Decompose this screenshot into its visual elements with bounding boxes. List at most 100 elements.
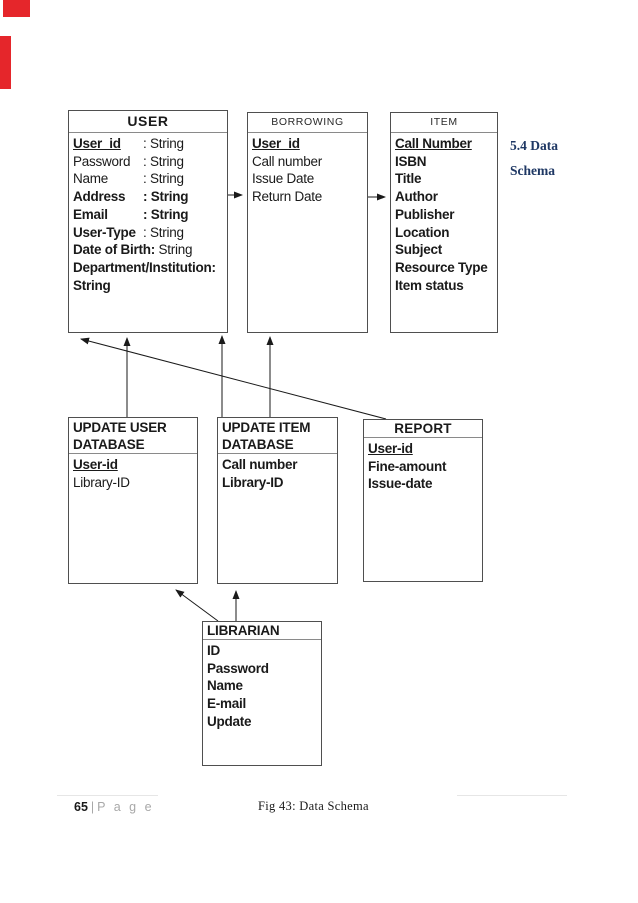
field-name: Title xyxy=(395,171,422,187)
field-row: Update xyxy=(207,713,318,731)
field-name: Email xyxy=(73,206,108,222)
field-type: : String xyxy=(143,153,184,169)
field-name: Issue Date xyxy=(252,171,315,187)
section-label-line1: 5.4 Data xyxy=(510,138,558,153)
field-type: : String xyxy=(143,224,184,240)
report-entity-fields: User-id Fine-amount Issue-date xyxy=(364,438,482,493)
field-row: Location xyxy=(395,224,494,242)
footer-separator: | xyxy=(90,800,95,814)
page-footer: 65|P a g e xyxy=(74,800,154,814)
user-entity-title: USER xyxy=(69,111,227,133)
field-row: Name xyxy=(207,677,318,695)
field-name: Resource Type xyxy=(395,259,488,275)
field-name: Call number xyxy=(222,457,298,472)
borrowing-entity-title: BORROWING xyxy=(248,113,367,133)
borrowing-entity-box: BORROWING User_id Call number Issue Date… xyxy=(247,112,368,333)
red-edge-mark xyxy=(0,36,11,89)
field-name: Library-ID xyxy=(73,474,130,490)
field-name: Department/Institution: xyxy=(73,259,216,275)
borrowing-entity-fields: User_id Call number Issue Date Return Da… xyxy=(248,133,367,206)
field-name: Address xyxy=(73,189,126,205)
field-row: Library-ID xyxy=(222,474,334,492)
update-item-database-entity-box: UPDATE ITEM DATABASE Call number Library… xyxy=(217,417,338,584)
field-name: Location xyxy=(395,224,450,240)
title-line: DATABASE xyxy=(73,437,145,452)
field-row: Title xyxy=(395,170,494,188)
page-number: 65 xyxy=(74,800,88,814)
field-name: Author xyxy=(395,189,438,205)
field-name: Fine-amount xyxy=(368,458,447,474)
field-row: ISBN xyxy=(395,153,494,171)
field-name: ISBN xyxy=(395,153,427,169)
update-user-database-fields: User-id Library-ID xyxy=(69,454,197,491)
user-entity-fields: User_id: String Password: String Name: S… xyxy=(69,133,227,294)
field-row: ID xyxy=(207,642,318,660)
section-label: 5.4 Data Schema xyxy=(510,133,558,183)
item-entity-title: ITEM xyxy=(391,113,497,133)
title-line: UPDATE USER xyxy=(73,420,167,435)
field-name: Return Date xyxy=(252,189,323,205)
field-name: User_id xyxy=(252,136,300,151)
field-row: Issue Date xyxy=(252,170,364,188)
report-entity-box: REPORT User-id Fine-amount Issue-date xyxy=(363,419,483,582)
field-name: Call Number xyxy=(395,136,472,151)
field-row: Department/Institution: xyxy=(73,259,224,277)
field-name: Name xyxy=(207,678,243,694)
field-row: User_id: String xyxy=(73,135,224,153)
field-type: : String xyxy=(143,206,189,222)
field-row: Password xyxy=(207,660,318,678)
field-row: Call number xyxy=(252,153,364,171)
red-corner-mark xyxy=(3,0,30,17)
field-row: Library-ID xyxy=(73,474,194,492)
field-row: Author xyxy=(395,188,494,206)
field-row: User_id xyxy=(252,135,364,153)
figure-caption: Fig 43: Data Schema xyxy=(258,799,369,813)
field-row: Call Number xyxy=(395,135,494,153)
user-entity-box: USER User_id: String Password: String Na… xyxy=(68,110,228,333)
field-name: Name xyxy=(73,171,109,187)
field-type: : String xyxy=(143,171,184,187)
field-row: Address : String xyxy=(73,188,224,206)
field-name: Update xyxy=(207,713,252,729)
field-row: Issue-date xyxy=(368,475,479,493)
field-row: Return Date xyxy=(252,188,364,206)
field-type: : String xyxy=(143,189,189,205)
field-row: User-Type : String xyxy=(73,224,224,242)
update-user-database-entity-box: UPDATE USER DATABASE User-id Library-ID xyxy=(68,417,198,584)
field-name: Library-ID xyxy=(222,474,284,490)
field-row: Item status xyxy=(395,277,494,295)
field-row: User-id xyxy=(368,440,479,458)
title-line: DATABASE xyxy=(222,437,294,452)
title-line: UPDATE ITEM xyxy=(222,420,311,435)
librarian-entity-title: LIBRARIAN xyxy=(203,622,321,640)
section-label-line2: Schema xyxy=(510,163,555,178)
arrow-librarian-to-updateuser xyxy=(175,589,219,622)
update-item-database-fields: Call number Library-ID xyxy=(218,454,337,491)
field-row: Subject xyxy=(395,241,494,259)
field-row: String xyxy=(73,277,224,295)
field-row: Fine-amount xyxy=(368,458,479,476)
field-name: Call number xyxy=(252,153,323,169)
field-name: User_id xyxy=(73,136,121,151)
librarian-entity-box: LIBRARIAN ID Password Name E-mail Update xyxy=(202,621,322,766)
update-item-database-title: UPDATE ITEM DATABASE xyxy=(218,418,337,454)
field-name: Item status xyxy=(395,277,464,293)
field-row: Name : String xyxy=(73,170,224,188)
field-row: Password: String xyxy=(73,153,224,171)
field-type: String xyxy=(155,242,193,258)
field-row: Email : String xyxy=(73,206,224,224)
item-entity-fields: Call Number ISBN Title Author Publisher … xyxy=(391,133,497,294)
field-name: User-id xyxy=(368,441,413,456)
field-row: E-mail xyxy=(207,695,318,713)
field-name: User-Type xyxy=(73,224,136,240)
field-name: ID xyxy=(207,643,220,658)
librarian-entity-fields: ID Password Name E-mail Update xyxy=(203,640,321,731)
field-name: Subject xyxy=(395,242,443,258)
field-name: E-mail xyxy=(207,696,247,712)
report-entity-title: REPORT xyxy=(364,420,482,438)
field-row: User-id xyxy=(73,456,194,474)
field-name: String xyxy=(73,277,111,293)
field-name: Publisher xyxy=(395,206,455,222)
arrow-report-to-user xyxy=(80,337,387,420)
